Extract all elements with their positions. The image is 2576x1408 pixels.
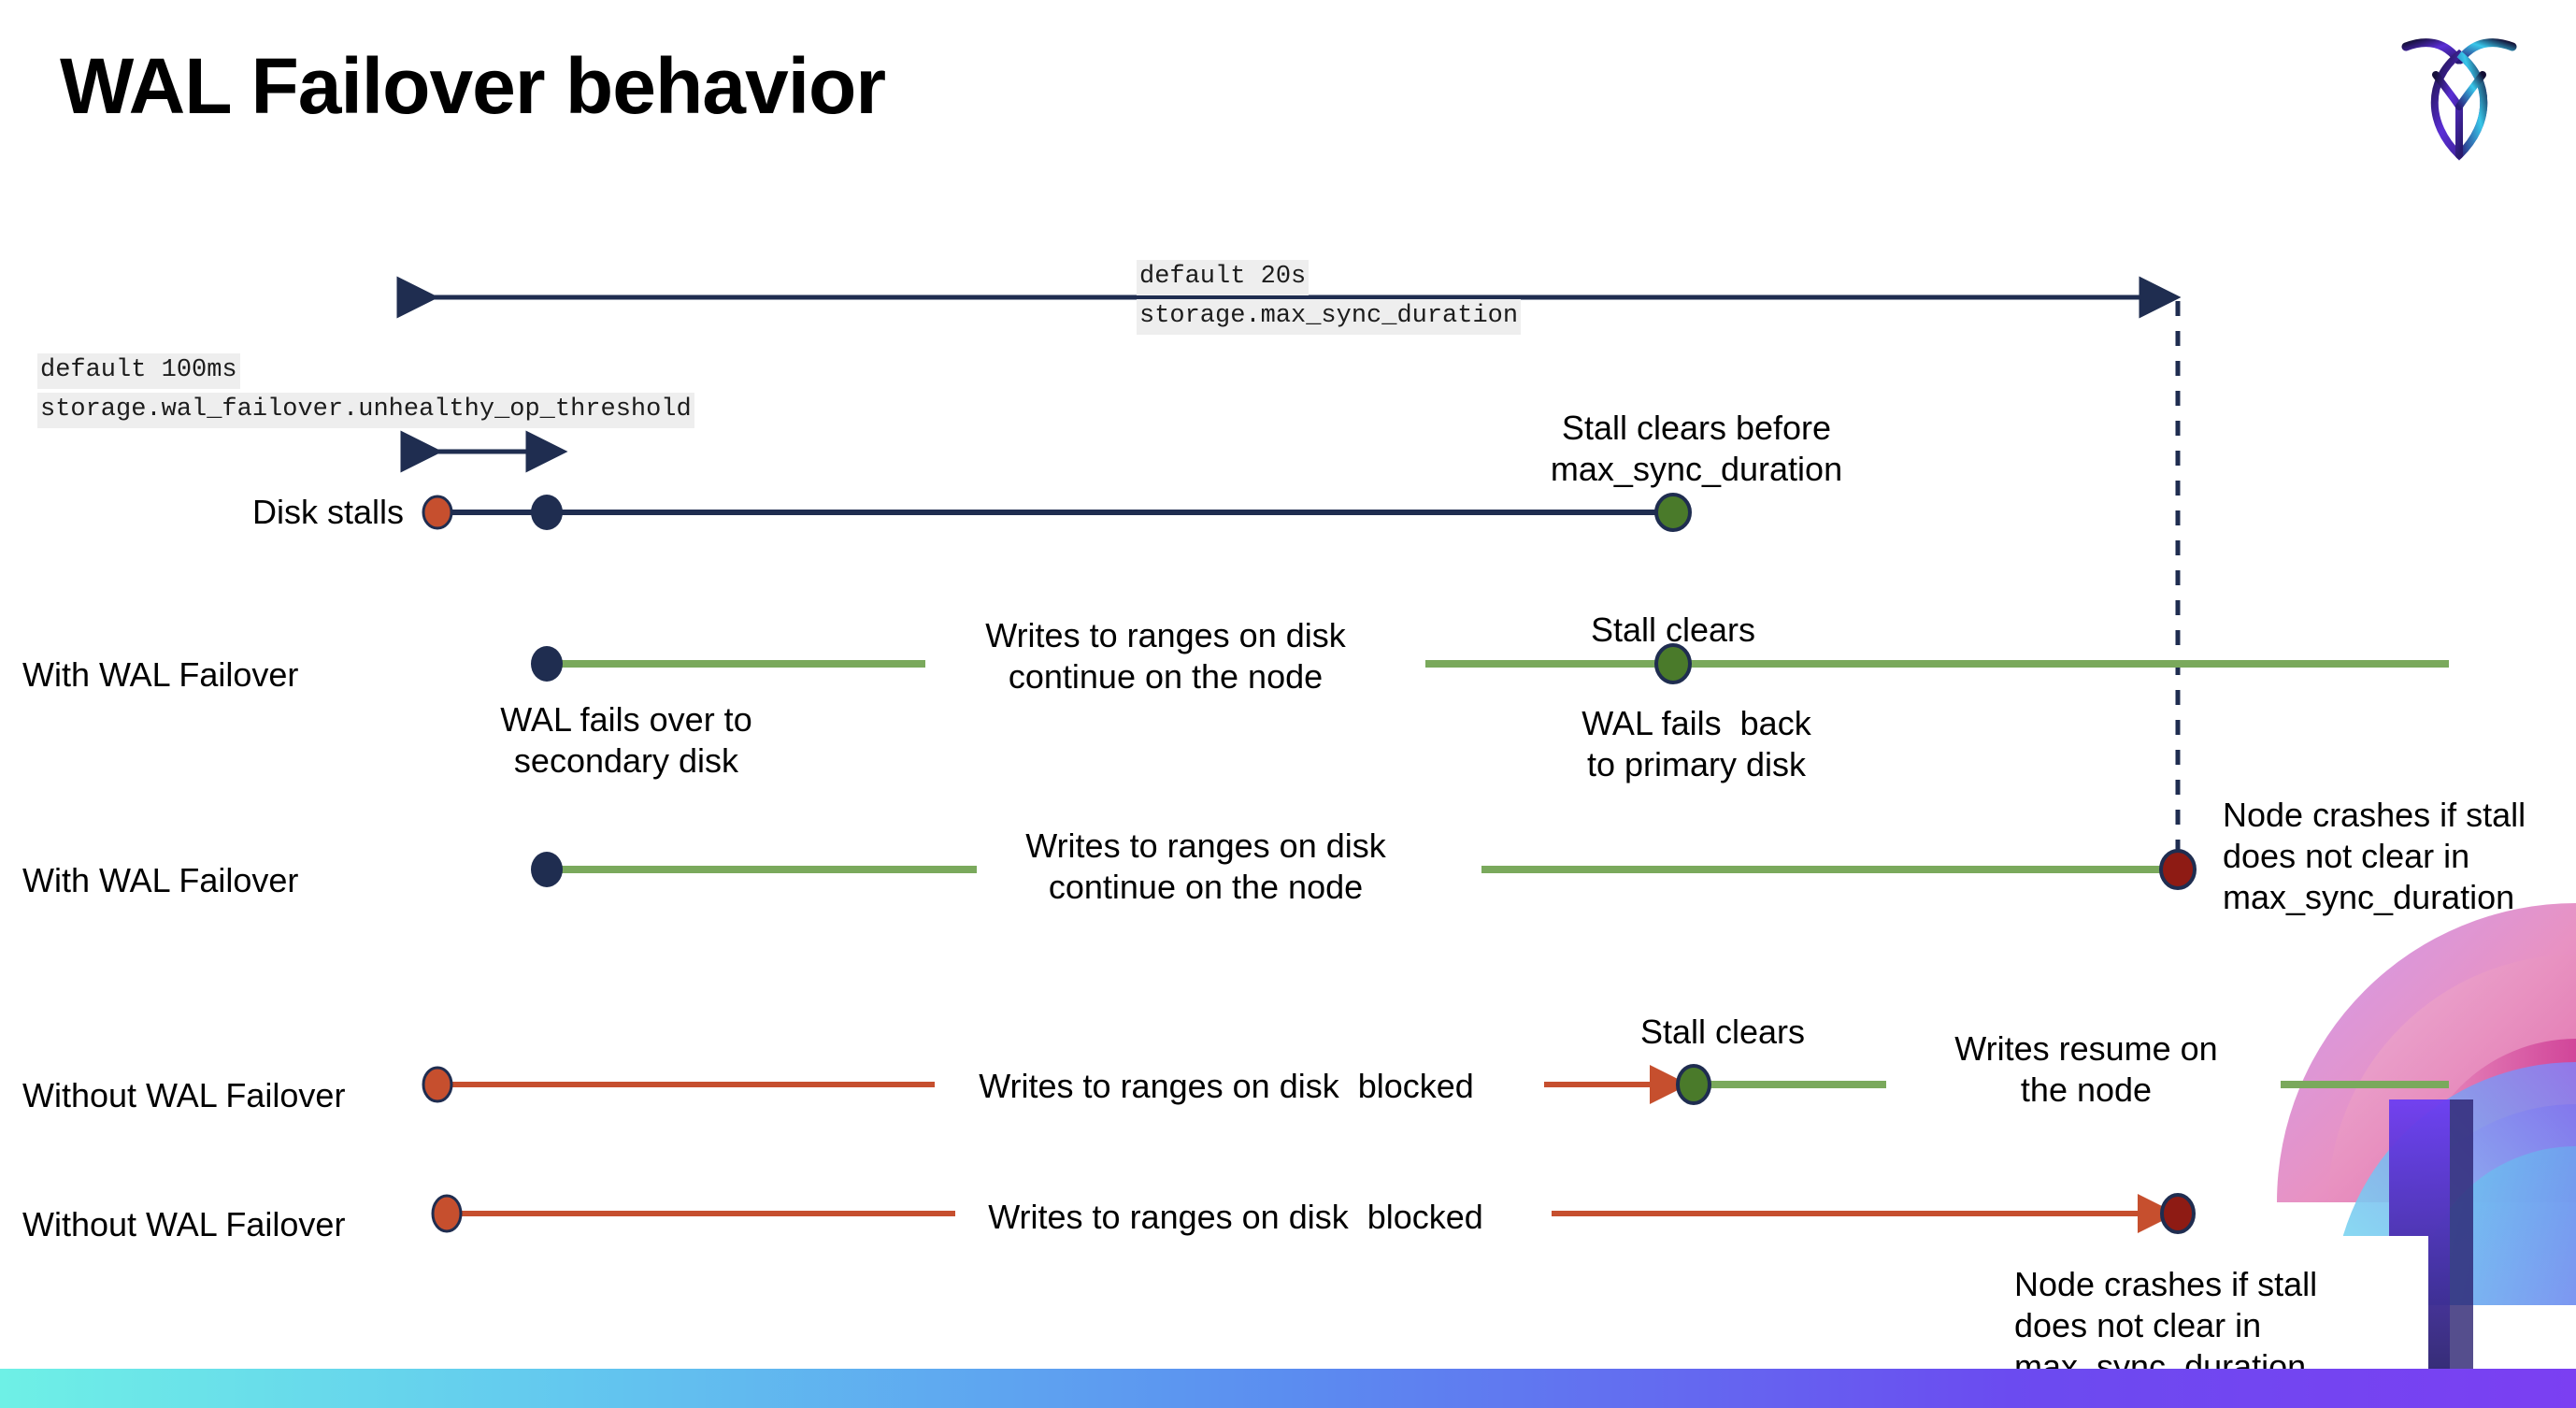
row-label-with-wal-failover-2: With WAL Failover bbox=[22, 861, 299, 899]
annotation-writes-continue-1: Writes to ranges on disk continue on the… bbox=[985, 616, 1346, 696]
bottom-gradient-bar bbox=[0, 1369, 2576, 1408]
annotation-writes-resume: Writes resume on the node bbox=[1954, 1029, 2218, 1109]
disk-stall-start-dot bbox=[422, 495, 453, 530]
max-sync-duration-name-chip: storage.max_sync_duration bbox=[1137, 299, 1522, 335]
row-label-with-wal-failover-1: With WAL Failover bbox=[22, 655, 299, 694]
node-crash-dot-b bbox=[2159, 849, 2197, 890]
row-label-disk-stalls: Disk stalls bbox=[251, 493, 404, 531]
stall-clear-dot-c bbox=[1676, 1064, 1711, 1105]
annotation-wal-fails-back: WAL fails back to primary disk bbox=[1581, 704, 1811, 783]
node-crash-dot-d bbox=[2160, 1193, 2196, 1234]
unhealthy-op-threshold-default-chip: default 100ms bbox=[37, 353, 240, 389]
disk-stall-clear-dot bbox=[1654, 493, 1692, 532]
annotation-wal-fails-over: WAL fails over to secondary disk bbox=[500, 700, 752, 780]
cockroachdb-logo-icon bbox=[2401, 38, 2517, 161]
max-sync-duration-default-chip: default 20s bbox=[1137, 260, 1309, 295]
page-title: WAL Failover behavior bbox=[60, 42, 886, 130]
annotation-stall-clears-1: Stall clears bbox=[1590, 611, 1756, 649]
annotation-writes-continue-2: Writes to ranges on disk continue on the… bbox=[1025, 826, 1386, 906]
row-label-without-wal-failover-2: Without WAL Failover bbox=[22, 1205, 346, 1243]
annotation-writes-blocked-1: Writes to ranges on disk blocked bbox=[979, 1067, 1474, 1105]
wal-failover-start-dot-b bbox=[531, 852, 563, 887]
stall-start-dot-d bbox=[431, 1194, 463, 1233]
annotation-stall-clears-before: Stall clears before max_sync_duration bbox=[1550, 409, 1843, 488]
unhealthy-op-threshold-name-chip: storage.wal_failover.unhealthy_op_thresh… bbox=[37, 393, 694, 428]
annotation-writes-blocked-2: Writes to ranges on disk blocked bbox=[988, 1198, 1483, 1236]
wal-failback-dot-a bbox=[1654, 643, 1692, 684]
wal-failover-start-dot-a bbox=[531, 646, 563, 682]
unhealthy-threshold-dot bbox=[531, 495, 563, 530]
stall-start-dot-c bbox=[422, 1066, 453, 1103]
annotation-stall-clears-2: Stall clears bbox=[1639, 1013, 1806, 1051]
row-label-without-wal-failover-1: Without WAL Failover bbox=[22, 1076, 346, 1114]
annotation-node-crashes-1: Node crashes if stall does not clear in … bbox=[2223, 796, 2526, 916]
